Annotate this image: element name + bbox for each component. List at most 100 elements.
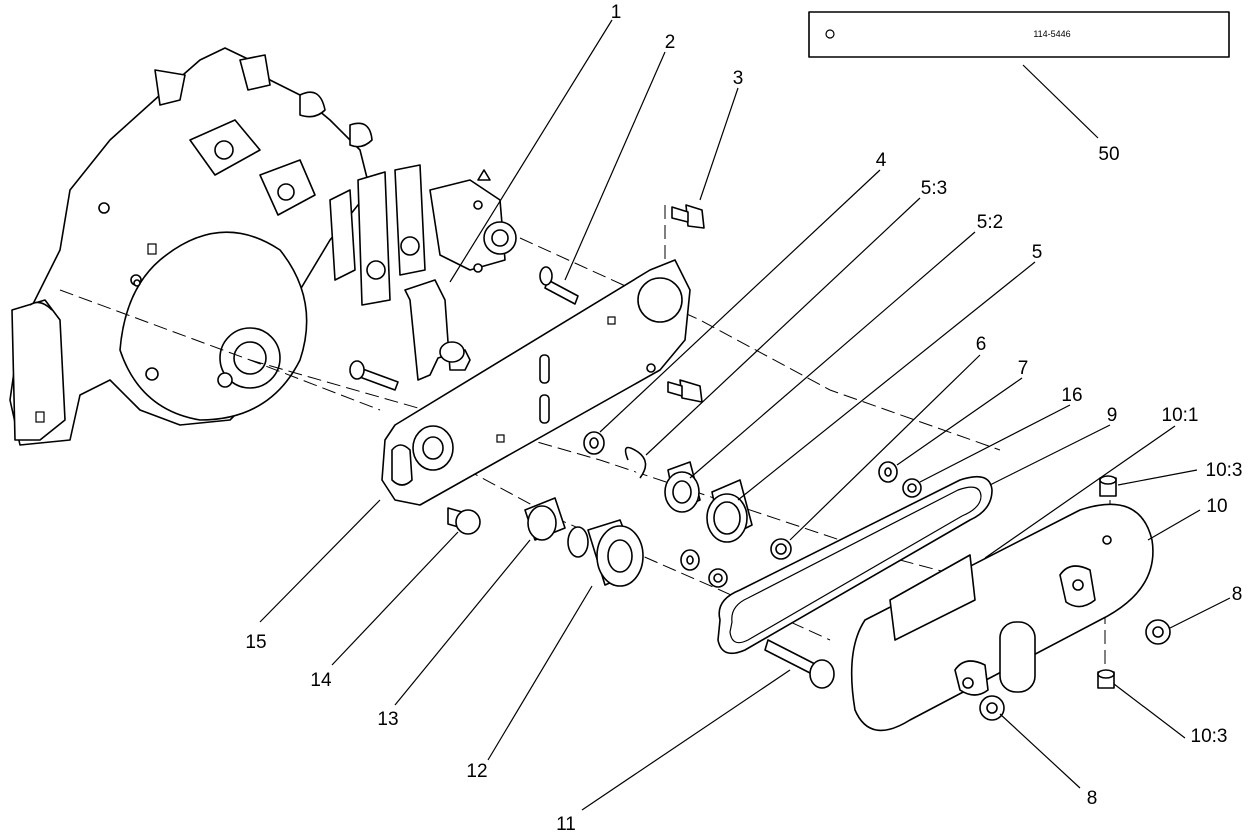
leader-11 [581,669,791,811]
main-plate-slot-1 [539,354,550,384]
callout-6: 6 [976,334,987,355]
main-plate-outline [381,259,691,506]
housing-side-plate [11,299,66,441]
spacer-hole [589,437,599,449]
pulley-spacer [524,497,566,541]
belt-cover-label-panel [889,554,976,641]
main-plate-small-hole [646,363,656,373]
belt-cover-hole-bottom [962,677,974,689]
standoff-bottom-cap [1097,669,1115,679]
top-ring-4 [154,69,186,106]
bolt-11-shank [764,639,816,675]
shoulder-bolt [539,266,579,305]
standoff-top-cap [1099,475,1117,485]
leader-9 [989,424,1111,486]
main-plate-slot-2 [539,394,550,424]
pillow-block-bearing-inner [491,229,509,247]
drive-pulley [567,519,644,587]
bolt-3-shank [671,206,689,223]
decal-114-5446: 114-5446 [808,11,1230,58]
callout-9: 9 [1107,405,1118,426]
standoff-bottom [1097,669,1115,689]
bolt-14 [447,507,481,535]
leader-5 [737,261,1036,501]
decal-outline [808,11,1230,58]
belt-cover-stud-hole [1102,535,1112,545]
belt-inner [729,486,982,644]
standoff-top [1099,475,1117,497]
side-plate-slot [29,301,53,311]
bolt-3 [671,204,705,229]
leader-103a [1117,469,1198,486]
bracket-plate-1 [329,189,356,281]
callout-8-lower: 8 [1087,788,1098,809]
callout-15: 15 [245,632,266,653]
housing-hole-3 [145,367,159,381]
idler-pulley-bore [713,501,741,535]
leader-8b [999,713,1081,789]
dash-line-3 [249,359,1051,601]
nut-6-hole [775,543,787,555]
belt-cover-outline [850,503,1154,732]
mount-flange-1-hole [214,140,234,160]
callout-labels: 1 2 3 4 5:3 5:2 5 6 7 16 9 10:1 10:3 10 … [245,2,1242,835]
bolt-plate-head [679,379,703,403]
bolt-11-head [809,659,835,689]
callout-7: 7 [1018,358,1029,379]
machine-housing [9,47,517,446]
main-plate [381,259,691,506]
bolt-plate-shank [667,381,683,397]
main-plate-end-slot [391,444,413,486]
bolt-14-head [455,509,481,535]
shoulder-bolt-2 [349,360,399,391]
bolt-11 [764,639,835,689]
bolt-plate [667,379,703,403]
belt-cover [850,503,1154,732]
pillow-block-hole-1 [473,200,483,210]
leader-52 [689,231,976,479]
leader-50 [1022,64,1099,139]
washer-lower-hole [686,555,694,565]
callout-1: 1 [611,2,622,23]
callout-14: 14 [310,670,332,691]
top-ring-2 [299,91,326,118]
drive-pulley-bore [607,539,633,573]
bracket-nut-1 [366,260,386,280]
callout-5-3: 5:3 [921,178,947,199]
shoulder-bolt-head [539,266,553,286]
leader-10 [1147,509,1201,541]
belt-outer [717,475,993,655]
grease-fitting [477,169,491,181]
leader-15 [259,499,381,623]
leader-1 [449,19,613,283]
leader-8a [1169,597,1231,629]
callout-11: 11 [556,814,576,835]
callout-10-1: 10:1 [1162,405,1199,426]
idler-pulley [706,479,753,543]
hub-bolt [217,372,233,388]
callout-4: 4 [876,150,887,171]
leader-3 [699,87,739,201]
side-plate-window [35,411,45,423]
leader-lines [259,19,1231,811]
callout-10-3-bottom: 10:3 [1191,726,1228,747]
bearing [664,461,701,513]
bearing-bore [672,480,692,504]
housing-square-1 [147,243,157,255]
leader-103b [1113,683,1186,739]
leader-6 [789,354,981,541]
top-ring-1 [239,54,271,91]
nut-8-upper-hole [1152,626,1164,638]
housing-hole-1 [98,202,110,214]
main-plate-large-hole [637,277,683,323]
drive-pulley-hub [567,526,589,558]
leader-13 [394,539,531,706]
washer-7-hole [884,467,892,477]
nut-8-lower-hole [986,702,998,714]
nut-16-hole [907,483,917,493]
leader-4 [599,169,881,433]
nut-lower-hole [713,573,723,583]
callout-2: 2 [665,32,676,53]
callout-5: 5 [1032,242,1043,263]
